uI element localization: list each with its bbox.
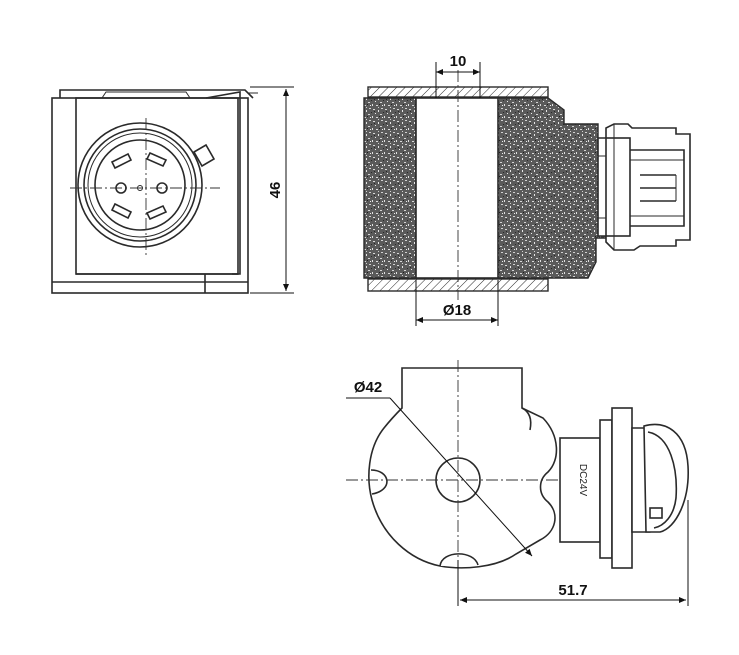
height-dimension-label: 46 (267, 182, 284, 199)
outer-diameter-label: Ø42 (354, 379, 382, 396)
section-view (363, 70, 691, 300)
bore-diameter-dimension: Ø18 (415, 280, 499, 326)
front-view (51, 89, 258, 294)
length-dimension: 51.7 (457, 500, 689, 606)
bore-width-label: 10 (450, 53, 467, 70)
bore-width-dimension: 10 (435, 53, 481, 98)
height-dimension: 46 (250, 86, 294, 294)
length-dimension-label: 51.7 (558, 582, 587, 599)
side-view (346, 360, 689, 596)
bore-diameter-label: Ø18 (443, 302, 471, 319)
voltage-marking: DC24V (577, 464, 588, 497)
